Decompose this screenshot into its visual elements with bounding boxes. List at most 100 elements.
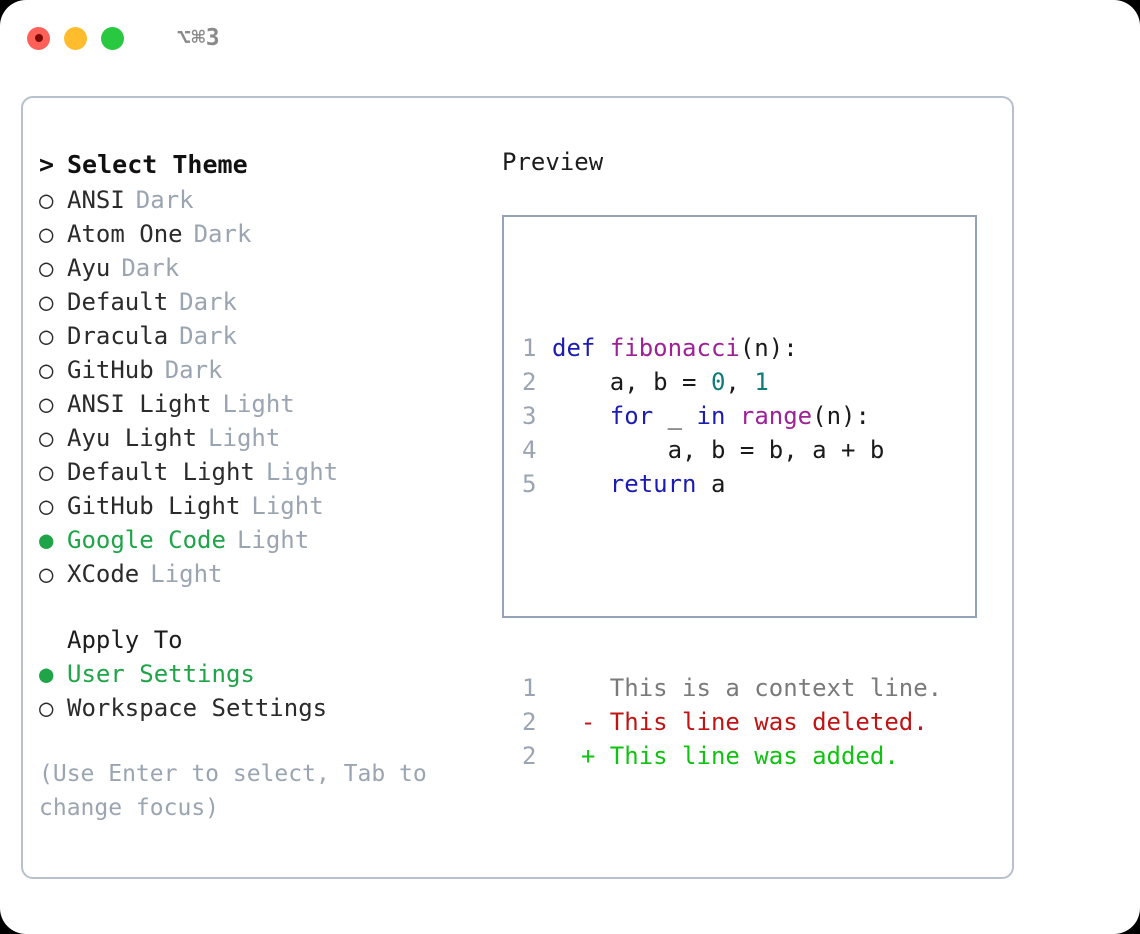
close-window-button[interactable] <box>27 26 50 50</box>
select-theme-header: > Select Theme <box>39 147 489 183</box>
theme-name: GitHub Light <box>67 492 241 520</box>
theme-variant-tag: Dark <box>135 186 194 214</box>
theme-variant-tag: Dark <box>193 220 252 248</box>
radio-unselected-icon: ○ <box>39 458 54 486</box>
code-token-pl: (n): <box>739 334 798 362</box>
code-token-num: 0 <box>710 368 726 396</box>
radio-unselected-icon: ○ <box>39 322 54 350</box>
diff-line-text: This is a context line. <box>552 674 943 702</box>
code-token-pl: (n): <box>812 402 870 430</box>
radio-unselected-icon: ○ <box>39 560 54 588</box>
line-number: 1 <box>522 334 537 362</box>
code-line: 3 for _ in range(n): <box>522 399 942 433</box>
keyboard-hint: (Use Enter to select, Tab to change focu… <box>39 761 427 821</box>
apply-to-option[interactable]: ●User Settings <box>39 657 489 691</box>
theme-list-item[interactable]: ○ GitHub Light Light <box>39 489 489 523</box>
code-line-text: a, b = 0, 1 <box>552 365 769 399</box>
code-token-kw: return <box>609 470 697 498</box>
code-line-text: a, b = b, a + b <box>552 433 885 467</box>
diff-line-number: 1 <box>522 674 537 702</box>
theme-variant-tag: Light <box>251 492 324 520</box>
code-token-pl <box>552 470 610 498</box>
code-token-pl: , <box>725 368 755 396</box>
code-token-pl <box>595 334 609 362</box>
apply-to-label: User Settings <box>67 660 255 688</box>
theme-name: Ayu <box>67 254 111 282</box>
code-token-kw: for <box>609 402 654 430</box>
code-line-text: def fibonacci(n): <box>552 331 798 365</box>
code-token-kw: def <box>552 334 596 362</box>
hint-spacer <box>39 725 489 755</box>
page-title: Select Theme <box>67 150 248 179</box>
minimize-window-button[interactable] <box>64 26 87 50</box>
traffic-lights <box>27 26 124 50</box>
code-token-pl <box>552 402 610 430</box>
code-line: 5 return a <box>522 467 942 501</box>
code-line: 2 a, b = 0, 1 <box>522 365 942 399</box>
keyboard-shortcut-label: ⌥⌘3 <box>177 25 221 51</box>
code-token-kw: in <box>696 402 726 430</box>
line-number: 5 <box>522 470 537 498</box>
theme-variant-tag: Light <box>208 424 281 452</box>
code-token-fn: fibonacci <box>609 334 740 362</box>
apply-to-header: ○ Apply To <box>39 623 489 657</box>
radio-unselected-icon: ○ <box>39 220 54 248</box>
apply-to-title: Apply To <box>67 626 183 654</box>
theme-variant-tag: Light <box>236 526 310 554</box>
radio-selected-icon: ● <box>39 526 54 554</box>
theme-name: Default <box>67 288 169 316</box>
theme-name: ANSI <box>67 186 125 214</box>
apply-to-option[interactable]: ○ Workspace Settings <box>39 691 489 725</box>
radio-unselected-icon: ○ <box>39 694 54 722</box>
theme-name: Ayu Light <box>67 424 198 452</box>
code-line-text: return a <box>552 467 726 501</box>
code-line: 1 def fibonacci(n): <box>522 331 942 365</box>
theme-variant-tag: Dark <box>179 288 237 316</box>
theme-variant-tag: Light <box>265 458 339 486</box>
code-token-pl: a, b = <box>552 368 711 396</box>
code-token-fn: range <box>739 402 813 430</box>
theme-name: GitHub <box>67 356 154 384</box>
theme-name: Google Code <box>67 526 226 554</box>
code-token-pl: _ <box>653 402 697 430</box>
maximize-window-button[interactable] <box>101 26 124 50</box>
preview-title: Preview <box>502 148 604 176</box>
diff-line-text: + This line was added. <box>552 742 899 770</box>
radio-unselected-icon: ○ <box>39 424 54 452</box>
theme-variant-tag: Dark <box>121 254 180 282</box>
theme-name: Dracula <box>67 322 169 350</box>
theme-list-item[interactable]: ○ Ayu Dark <box>39 251 489 285</box>
diff-line: 1 This is a context line. <box>522 671 942 705</box>
theme-variant-tag: Light <box>222 390 295 418</box>
theme-list-item[interactable]: ● Google Code Light <box>39 523 489 557</box>
diff-line-number: 2 <box>522 742 537 770</box>
theme-list-item[interactable]: ○ Ayu Light Light <box>39 421 489 455</box>
apply-to-list[interactable]: ●User Settings ○ Workspace Settings <box>39 657 489 725</box>
radio-unselected-icon: ○ <box>39 492 54 520</box>
apply-to-label: Workspace Settings <box>67 694 328 722</box>
code-token-pl <box>725 402 739 430</box>
diff-block: 1 This is a context line.2 - This line w… <box>522 671 942 773</box>
diff-line: 2 - This line was deleted. <box>522 705 942 739</box>
line-number: 4 <box>522 436 537 464</box>
title-bar: ⌥⌘3 <box>0 0 1140 76</box>
code-token-pl: a <box>696 470 726 498</box>
radio-unselected-icon: ○ <box>39 254 54 282</box>
prompt-caret-icon: > <box>39 150 55 179</box>
